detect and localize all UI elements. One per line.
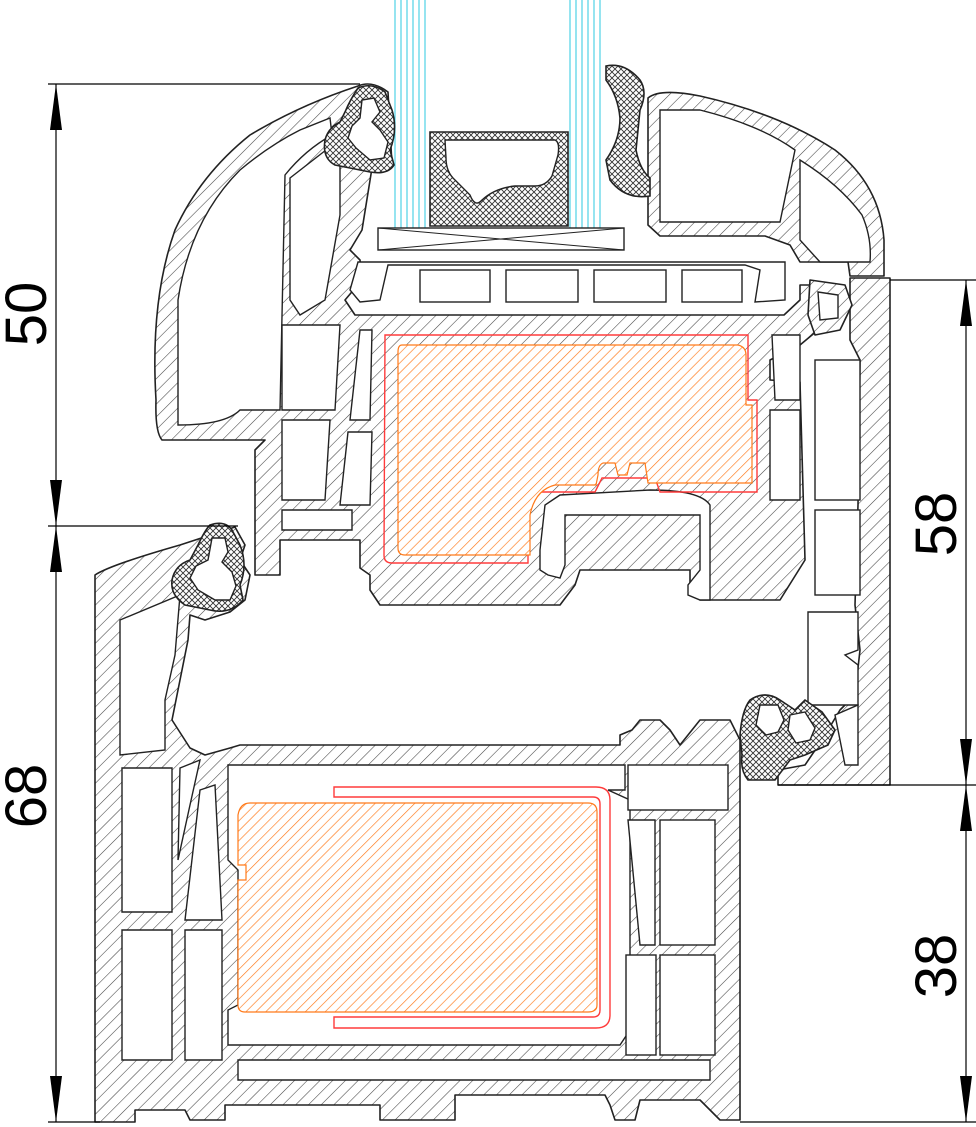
frame-rebate-gasket xyxy=(807,279,853,336)
arrow-sash-top xyxy=(50,84,62,130)
arrow-sash-bottom xyxy=(50,480,62,526)
bead-gasket xyxy=(605,64,651,198)
arrow-frame-bottom xyxy=(50,1076,62,1122)
setting-block xyxy=(377,227,625,251)
frame-reinforcement xyxy=(237,786,611,1029)
dimension-label-lower: 38 xyxy=(904,934,969,999)
dimension-arrows xyxy=(50,84,972,1122)
dimension-label-inner: 58 xyxy=(904,492,969,557)
glazing-bead xyxy=(647,91,885,277)
arrow-frame-top xyxy=(50,526,62,572)
glass-spacer xyxy=(429,131,569,227)
glazing-panes xyxy=(394,0,601,228)
arrow-inner-bottom xyxy=(960,739,972,785)
frame-right-wall xyxy=(777,277,891,786)
sash-inner-gasket xyxy=(739,694,836,781)
dimension-label-sash: 50 xyxy=(0,282,59,347)
frame-outer-gasket xyxy=(170,522,245,613)
dimension-label-frame: 68 xyxy=(0,764,59,829)
dimension-lines xyxy=(48,83,976,1123)
arrow-lower-top xyxy=(960,785,972,831)
sash-outer-gasket xyxy=(323,84,396,174)
sash-reinforcement xyxy=(383,334,758,564)
arrow-lower-bottom xyxy=(960,1076,972,1122)
dimension-labels: 50 68 58 38 xyxy=(0,282,969,999)
arrow-inner-top xyxy=(960,280,972,326)
